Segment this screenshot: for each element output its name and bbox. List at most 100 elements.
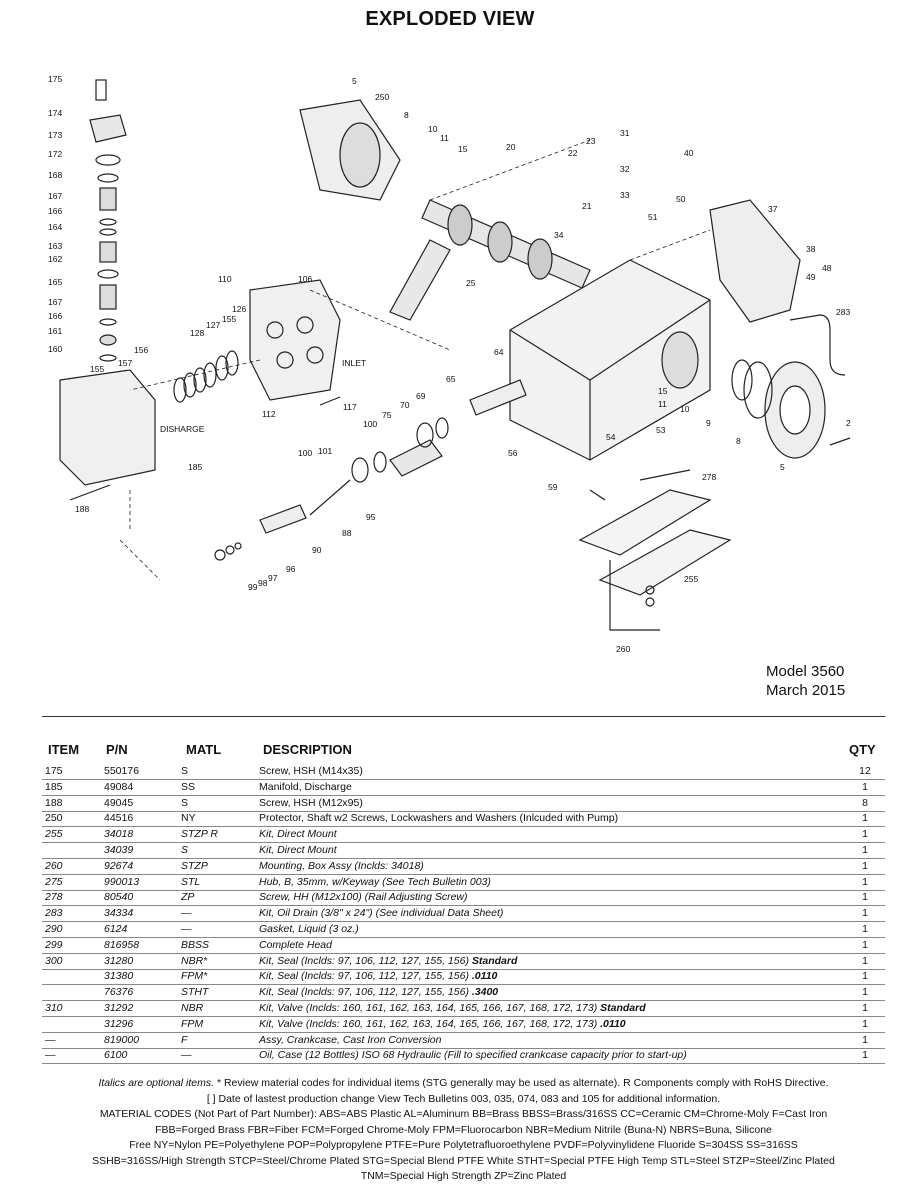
qty-cell: 1 [862,780,868,793]
description-cell: Kit, Direct Mount [259,828,337,841]
callout-label: 21 [582,201,592,211]
qty-cell: 1 [862,1002,868,1014]
callout-label: 97 [268,573,278,583]
qty-cell: 1 [862,986,868,999]
callout-label: 59 [548,482,558,492]
qty-cell: 1 [862,891,868,904]
callout-label: 8 [736,436,741,446]
callout-label: 167 [48,191,62,201]
material-cell: STL [181,875,201,888]
callout-label: 164 [48,222,62,232]
callout-label: 37 [768,204,778,214]
callout-label: 162 [48,254,62,264]
callout-label: 161 [48,326,62,336]
material-codes-line-5: TNM=Special High Strength ZP=Zinc Plated [360,1170,567,1182]
part-number-cell: 44516 [104,812,134,825]
review-note: * Review material codes for individual i… [214,1077,829,1089]
material-cell: STZP R [181,828,218,841]
material-cell: S [181,765,189,777]
callout-label: 31 [620,128,630,138]
part-number-cell: 49045 [104,796,134,809]
description-cell: Screw, HSH (M12x95) [259,796,363,809]
item-cell: 255 [45,828,63,841]
description-cell: Gasket, Liquid (3 oz.) [259,923,359,935]
part-number-cell: 550176 [104,765,140,777]
description-cell: Mounting, Box Assy (Inclds: 34018) [259,859,424,872]
callout-label: 88 [342,528,352,538]
callout-label: 100 [363,419,377,429]
callout-label: 155 [222,314,236,324]
description-cell-wrap: Kit, Valve (Inclds: 160, 161, 162, 163, … [259,1017,626,1032]
material-cell: S [181,796,189,809]
description-cell: Screw, HH (M12x100) (Rail Adjusting Scre… [259,891,468,904]
description-cell: Kit, Seal (Inclds: 97, 106, 112, 127, 15… [259,970,469,983]
material-cell: FPM* [181,970,208,983]
item-cell: 250 [45,812,63,825]
item-cell: 275 [45,875,63,888]
item-cell: 290 [45,923,63,935]
optional-items-note: Italics are optional items. [98,1077,215,1089]
description-cell-wrap: Kit, Valve (Inclds: 160, 161, 162, 163, … [259,1001,646,1016]
callout-label: 250 [375,92,389,102]
col-header-matl: MATL [186,742,222,757]
table-row: —6100—Oil, Case (12 Bottles) ISO 68 Hydr… [42,1048,885,1065]
callout-label: 49 [806,272,816,282]
description-grade: .0110 [600,1017,626,1030]
qty-cell: 1 [862,1033,868,1046]
qty-cell: 8 [862,796,868,809]
material-cell: ZP [181,891,195,904]
qty-cell: 1 [862,923,868,935]
callout-label: 56 [508,448,518,458]
description-grade: .0110 [471,970,498,983]
item-cell: 260 [45,859,63,872]
material-cell: NBR* [181,954,208,967]
callout-label: 155 [90,364,104,374]
callout-label: 96 [286,564,296,574]
callout-label: 260 [616,644,630,654]
description-cell-wrap: Kit, Seal (Inclds: 97, 106, 112, 127, 15… [259,969,497,984]
part-number-cell: 34039 [104,844,134,856]
callout-label: 163 [48,241,62,251]
table-top-rule [42,716,885,717]
material-cell: SS [181,780,196,793]
callout-label: 15 [658,386,668,396]
callout-label: 70 [400,400,410,410]
qty-cell: 1 [862,859,868,872]
callout-label: 168 [48,170,62,180]
callout-label: 64 [494,347,504,357]
callout-label: 23 [586,136,596,146]
col-header-pn: P/N [106,742,128,757]
col-header-qty: QTY [849,742,876,757]
callout-label: 9 [706,418,711,428]
plunger [389,439,443,477]
callout-label: 75 [382,410,392,420]
part-number-cell: 34334 [104,907,134,920]
callout-label: 157 [118,358,132,368]
callout-label: 10 [680,404,690,414]
callout-label: 50 [676,194,686,204]
material-cell: BBSS [181,938,210,951]
callout-label: 167 [48,297,62,307]
inlet-manifold [249,279,341,401]
qty-cell: 12 [859,765,871,777]
oil-drain-hose [789,314,846,376]
diagram-callouts: 1751741731721681671661641631621651671661… [48,74,851,654]
callout-label: 117 [343,402,357,412]
description-cell: Kit, Oil Drain (3/8" x 24") (See individ… [259,907,504,920]
model-number: Model 3560 [766,663,845,680]
callout-label: 174 [48,108,62,118]
part-number-cell: 816958 [104,938,140,951]
